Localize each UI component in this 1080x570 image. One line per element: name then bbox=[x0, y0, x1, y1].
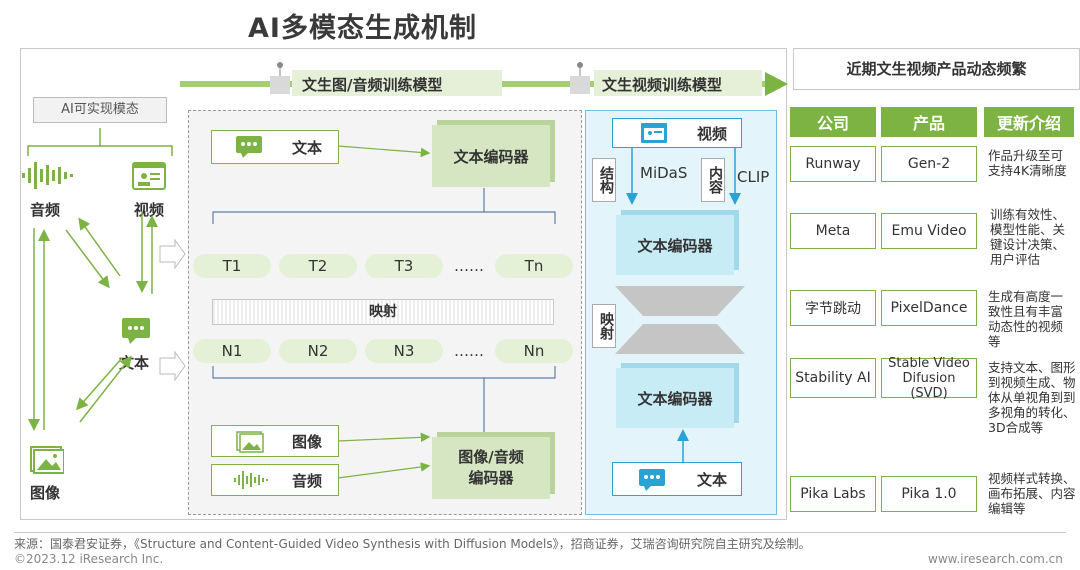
right-connectors bbox=[615, 147, 745, 462]
center-image-input: 图像 bbox=[211, 425, 339, 457]
cell-company: Pika Labs bbox=[790, 476, 876, 512]
table-title: 近期文生视频产品动态频繁 bbox=[793, 48, 1080, 90]
t-token-ellipsis: …… bbox=[454, 257, 484, 275]
audio-wave-icon bbox=[234, 471, 268, 489]
image-icon bbox=[236, 431, 264, 453]
cell-product: Stable Video Difusion (SVD) bbox=[881, 356, 977, 401]
footer-rule bbox=[14, 532, 1066, 533]
t-token: Tn bbox=[495, 254, 573, 278]
center-media-encoder-line1: 图像/音频 bbox=[458, 448, 524, 466]
t-token-row: T1 T2 T3 …… Tn bbox=[193, 254, 576, 278]
content-label: 内容 bbox=[707, 166, 723, 194]
cell-desc: 作品升级至可支持4K清晰度 bbox=[988, 148, 1067, 178]
t-token: T2 bbox=[279, 254, 357, 278]
center-header-bg bbox=[292, 70, 502, 96]
right-video-input: 视频 bbox=[612, 118, 742, 148]
cell-company: Runway bbox=[790, 146, 876, 182]
cell-product: PixelDance bbox=[881, 290, 977, 326]
center-text-input-label: 文本 bbox=[292, 139, 323, 157]
right-header: 文生视频训练模型 bbox=[602, 76, 723, 94]
right-header-bg bbox=[594, 70, 762, 96]
right-text-encoder-top: 文本编码器 bbox=[616, 215, 734, 275]
right-text-encoder-bottom: 文本编码器 bbox=[616, 368, 734, 428]
left-audio-label: 音频 bbox=[30, 201, 61, 219]
center-header: 文生图/音频训练模型 bbox=[302, 76, 443, 94]
center-mapping-bar: 映射 bbox=[212, 299, 554, 325]
text-chat-icon bbox=[236, 136, 262, 158]
image-icon bbox=[30, 446, 64, 474]
cell-company: Stability AI bbox=[790, 358, 876, 398]
center-image-input-label: 图像 bbox=[292, 433, 323, 451]
cell-desc: 训练有效性、模型性能、关键设计决策、用户评估 bbox=[990, 207, 1066, 267]
t-token: T1 bbox=[193, 254, 271, 278]
cell-desc: 生成有高度一致性且有丰富动态性的视频等 bbox=[988, 289, 1064, 349]
right-text-input-label: 文本 bbox=[697, 471, 728, 489]
cell-product: Gen-2 bbox=[881, 146, 977, 182]
t-token: T3 bbox=[365, 254, 443, 278]
cell-product: Pika 1.0 bbox=[881, 476, 977, 512]
right-text-encoder-bottom-label: 文本编码器 bbox=[637, 389, 713, 408]
right-text-encoder-top-label: 文本编码器 bbox=[637, 236, 713, 255]
left-image-label: 图像 bbox=[30, 484, 61, 502]
cell-company: Meta bbox=[790, 213, 876, 249]
right-mapping-label: 映射 bbox=[598, 312, 614, 340]
center-connectors bbox=[212, 145, 556, 479]
table-title-text: 近期文生视频产品动态频繁 bbox=[846, 60, 1027, 78]
center-media-encoder-line2: 编码器 bbox=[468, 469, 514, 487]
cell-desc: 视频样式转换、画布拓展、内容编辑等 bbox=[988, 471, 1076, 516]
center-text-input: 文本 bbox=[211, 130, 339, 164]
col-header-company: 公司 bbox=[790, 107, 876, 137]
modes-label: AI可实现模态 bbox=[33, 97, 167, 123]
right-mapping-box: 映射 bbox=[592, 304, 616, 348]
main-frame bbox=[20, 48, 787, 520]
clip-label: CLIP bbox=[737, 168, 770, 186]
n-token: N3 bbox=[365, 339, 443, 363]
n-token: N2 bbox=[279, 339, 357, 363]
center-text-encoder-label: 文本编码器 bbox=[453, 147, 529, 166]
structure-box: 结构 bbox=[592, 158, 616, 202]
center-media-encoder: 图像/音频 编码器 bbox=[432, 437, 550, 499]
footer-source: 来源：国泰君安证券，《Structure and Content-Guided … bbox=[14, 537, 811, 551]
video-icon bbox=[132, 162, 166, 190]
audio-wave-icon bbox=[22, 162, 73, 189]
n-token: N1 bbox=[193, 339, 271, 363]
n-token-row: N1 N2 N3 …… Nn bbox=[193, 339, 576, 363]
content-box: 内容 bbox=[701, 158, 725, 202]
footer-copyright: ©2023.12 iResearch Inc. bbox=[14, 552, 164, 566]
left-arrows bbox=[28, 212, 186, 431]
center-text-encoder: 文本编码器 bbox=[432, 125, 550, 187]
cell-desc: 支持文本、图形到视频生成、物体从单视角到到多视角的转化、3D合成等 bbox=[988, 360, 1076, 435]
cell-company: 字节跳动 bbox=[790, 290, 876, 326]
text-chat-icon bbox=[122, 318, 150, 344]
center-mapping-label: 映射 bbox=[369, 304, 397, 320]
right-video-input-label: 视频 bbox=[697, 125, 728, 143]
right-text-input: 文本 bbox=[612, 462, 742, 496]
n-token: Nn bbox=[495, 339, 573, 363]
page-title: AI多模态生成机制 bbox=[248, 13, 477, 44]
center-audio-input-label: 音频 bbox=[292, 472, 323, 490]
center-audio-input: 音频 bbox=[211, 464, 339, 496]
col-header-desc: 更新介绍 bbox=[984, 107, 1074, 137]
n-token-ellipsis: …… bbox=[454, 342, 484, 360]
modes-label-text: AI可实现模态 bbox=[61, 102, 139, 117]
video-icon bbox=[641, 123, 667, 143]
col-header-product: 产品 bbox=[881, 107, 977, 137]
structure-label: 结构 bbox=[598, 166, 614, 194]
footer-url[interactable]: www.iresearch.com.cn bbox=[928, 552, 1063, 566]
midas-label: MiDaS bbox=[640, 164, 688, 182]
cell-product: Emu Video bbox=[881, 213, 977, 249]
text-chat-icon bbox=[639, 469, 665, 491]
modes-brace bbox=[27, 128, 173, 156]
